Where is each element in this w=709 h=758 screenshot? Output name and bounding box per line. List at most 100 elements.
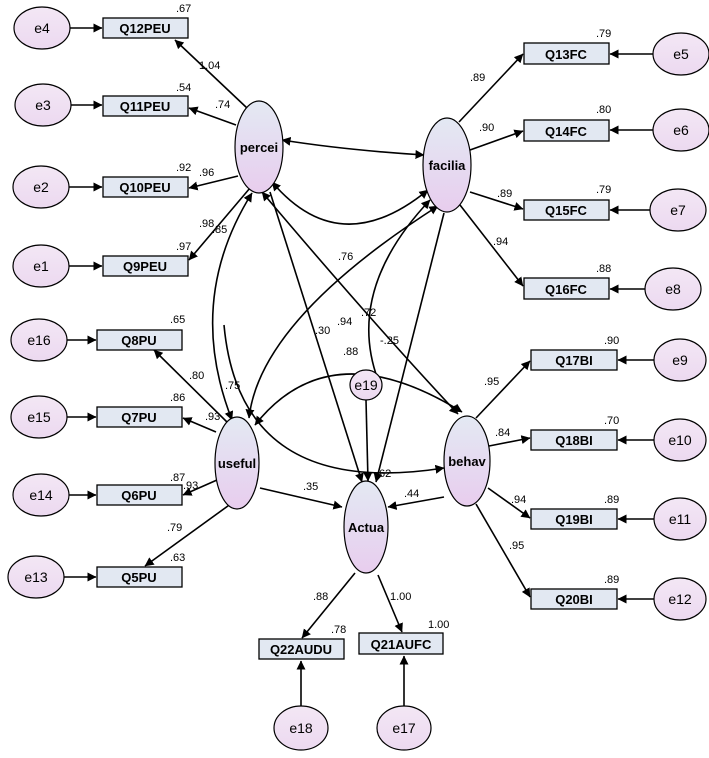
error-e8[interactable] bbox=[644, 267, 702, 311]
coef-behav-q20: .95 bbox=[509, 540, 524, 552]
coef-facilia-q15: .89 bbox=[497, 188, 512, 200]
loading-facilia-q16 bbox=[459, 204, 524, 287]
coef-facilia-q14: .90 bbox=[479, 122, 494, 134]
latent-facilia[interactable] bbox=[422, 117, 472, 213]
error-e4[interactable] bbox=[13, 6, 71, 50]
box-label-q22audu: Q22AUDU bbox=[270, 642, 332, 657]
loading-actua-q22 bbox=[301, 572, 356, 639]
r2-q18bi: .70 bbox=[604, 415, 619, 427]
box-q5pu[interactable] bbox=[96, 566, 183, 588]
coef-behav-q19: .94 bbox=[511, 494, 526, 506]
path-e19-actua bbox=[363, 399, 373, 482]
coef-percei-q9: .98 bbox=[199, 218, 214, 230]
loading-useful-q6 bbox=[182, 479, 218, 496]
loading-facilia-q14 bbox=[469, 129, 524, 151]
box-q6pu[interactable] bbox=[96, 484, 183, 506]
error-e3[interactable] bbox=[14, 83, 72, 127]
error-label-e5: e5 bbox=[673, 46, 689, 62]
coef-facilia-q16: .94 bbox=[493, 236, 508, 248]
box-q11peu[interactable] bbox=[102, 95, 189, 117]
error-e2[interactable] bbox=[12, 165, 70, 209]
corr-useful-behav bbox=[254, 373, 463, 426]
error-e10[interactable] bbox=[653, 418, 707, 462]
latent-label-percei: percei bbox=[240, 140, 278, 155]
error-e12[interactable] bbox=[653, 577, 707, 621]
coef-corr-percei-useful: .85 bbox=[212, 224, 227, 236]
coef-useful-q8: .80 bbox=[189, 370, 204, 382]
box-label-q5pu: Q5PU bbox=[121, 570, 156, 585]
box-q9peu[interactable] bbox=[102, 255, 189, 277]
loading-behav-q17 bbox=[475, 360, 531, 419]
box-q21aufc[interactable] bbox=[358, 632, 444, 655]
box-label-q15fc: Q15FC bbox=[545, 203, 588, 218]
loading-useful-q8 bbox=[153, 349, 231, 426]
error-label-e8: e8 bbox=[665, 281, 681, 297]
r2-q5pu: .63 bbox=[170, 552, 185, 564]
corr-useful-behav-lower bbox=[223, 324, 445, 474]
error-e17[interactable] bbox=[376, 705, 432, 751]
box-q19bi[interactable] bbox=[530, 508, 618, 530]
r2-q12peu: .67 bbox=[176, 3, 191, 15]
coef-corr-facilia-useful: .94 bbox=[337, 316, 352, 328]
box-label-q8pu: Q8PU bbox=[121, 333, 156, 348]
coef-facilia-q13: .89 bbox=[470, 72, 485, 84]
latent-label-facilia: facilia bbox=[429, 158, 467, 173]
box-label-q10peu: Q10PEU bbox=[119, 180, 170, 195]
box-q15fc[interactable] bbox=[523, 199, 610, 221]
error-e7[interactable] bbox=[649, 188, 707, 232]
box-label-q21aufc: Q21AUFC bbox=[371, 637, 432, 652]
loading-useful-q5 bbox=[144, 502, 233, 567]
coef-actua-q21: 1.00 bbox=[390, 591, 411, 603]
error-label-e12: e12 bbox=[668, 591, 692, 607]
box-q8pu[interactable] bbox=[96, 329, 183, 351]
loading-facilia-q15 bbox=[469, 191, 524, 211]
error-label-e14: e14 bbox=[29, 487, 53, 503]
error-e13[interactable] bbox=[7, 555, 65, 599]
error-e14[interactable] bbox=[12, 473, 70, 517]
box-q17bi[interactable] bbox=[530, 349, 618, 371]
box-label-q6pu: Q6PU bbox=[121, 488, 156, 503]
error-e15[interactable] bbox=[10, 395, 68, 439]
box-label-q13fc: Q13FC bbox=[545, 47, 588, 62]
error-e1[interactable] bbox=[12, 244, 70, 288]
error-e5[interactable] bbox=[652, 32, 709, 76]
box-q13fc[interactable] bbox=[523, 42, 610, 65]
latent-actua[interactable] bbox=[343, 480, 389, 574]
latent-behav[interactable] bbox=[443, 415, 491, 507]
r2-q10peu: .92 bbox=[176, 162, 191, 174]
box-label-q16fc: Q16FC bbox=[545, 282, 588, 297]
error-label-e11: e11 bbox=[669, 511, 692, 527]
box-q10peu[interactable] bbox=[102, 176, 189, 198]
box-q18bi[interactable] bbox=[530, 429, 618, 451]
error-label-e17: e17 bbox=[392, 720, 416, 736]
error-e16[interactable] bbox=[10, 318, 68, 362]
latent-useful[interactable] bbox=[214, 416, 260, 510]
error-e18[interactable] bbox=[273, 705, 329, 751]
error-label-e4: e4 bbox=[34, 20, 50, 36]
path-useful-actua bbox=[259, 487, 343, 510]
box-q16fc[interactable] bbox=[523, 277, 610, 300]
box-q20bi[interactable] bbox=[530, 588, 618, 610]
box-q12peu[interactable] bbox=[102, 17, 189, 39]
error-label-e18: e18 bbox=[289, 720, 313, 736]
r2-q17bi: .90 bbox=[604, 335, 619, 347]
coef-percei-q12: 1.04 bbox=[199, 60, 220, 72]
box-q22audu[interactable] bbox=[258, 638, 345, 660]
error-label-e9: e9 bbox=[672, 352, 688, 368]
latent-percei[interactable] bbox=[234, 100, 284, 194]
path-behav-actua bbox=[387, 496, 445, 510]
coef-corr-percei-behav: .75 bbox=[225, 380, 240, 392]
error-e6[interactable] bbox=[652, 108, 709, 152]
error-e9[interactable] bbox=[653, 338, 707, 382]
error-e11[interactable] bbox=[653, 497, 707, 541]
error-label-e10: e10 bbox=[668, 432, 692, 448]
box-q14fc[interactable] bbox=[523, 119, 610, 142]
latent-label-useful: useful bbox=[218, 456, 256, 471]
error-e19[interactable] bbox=[349, 369, 383, 401]
coef-path-percei-actua: .30 bbox=[315, 325, 330, 337]
corr-facilia-useful bbox=[245, 205, 439, 419]
corr-percei-facilia-upper bbox=[281, 136, 425, 159]
box-q7pu[interactable] bbox=[96, 406, 183, 428]
error-label-e6: e6 bbox=[673, 122, 689, 138]
